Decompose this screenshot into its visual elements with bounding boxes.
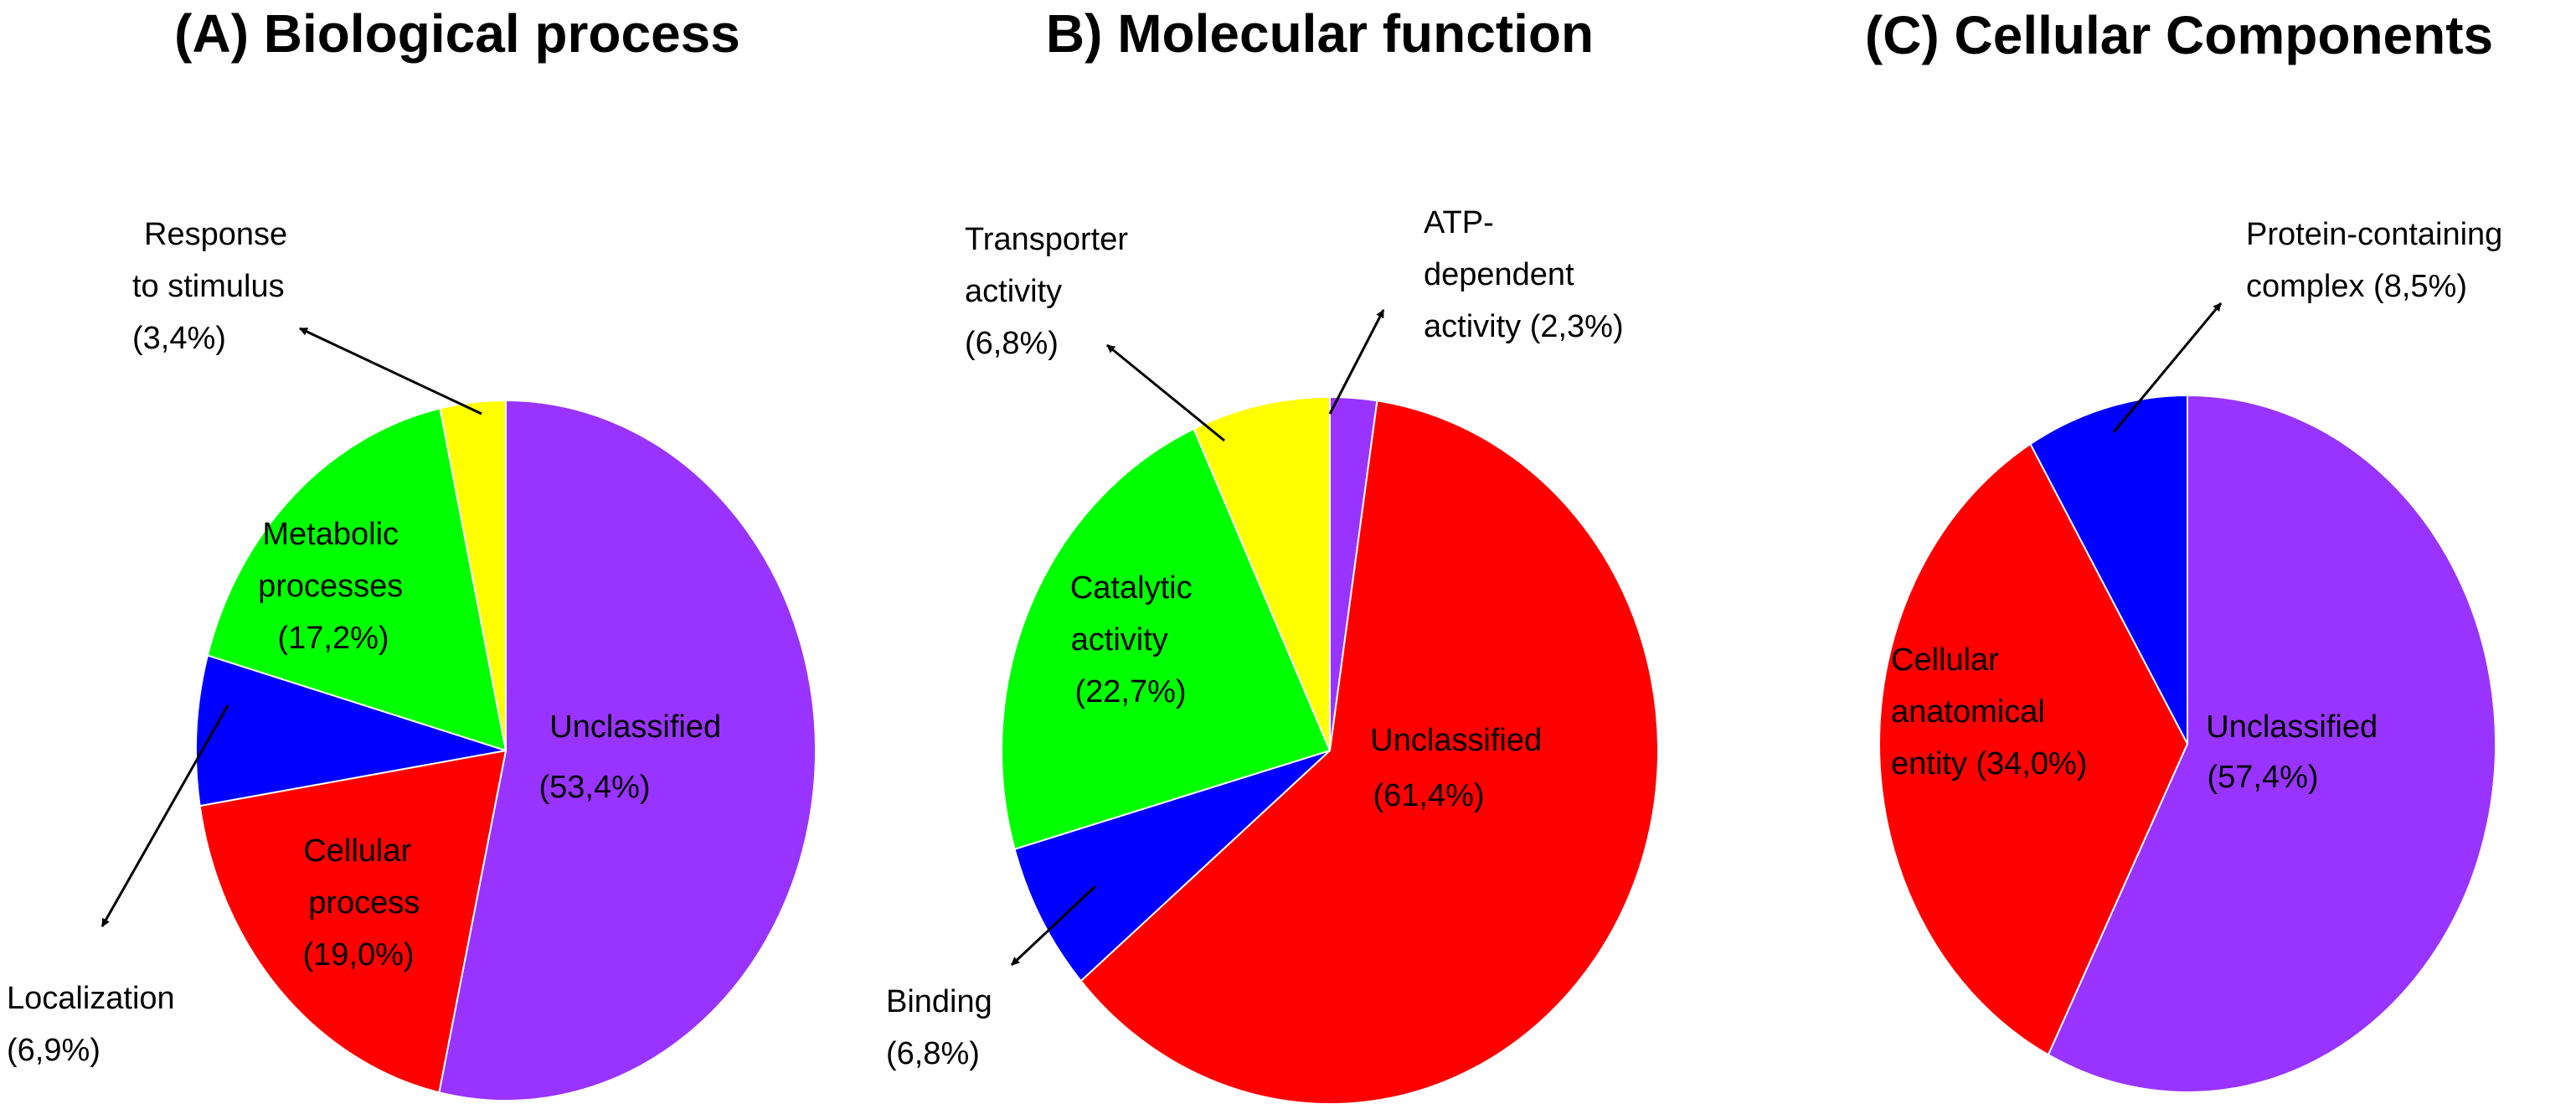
- pie-slice-unclassified: [2047, 394, 2496, 1093]
- chart-a-label-response: Response to stimulus (3,4%): [132, 217, 296, 356]
- chart-c-label-protein-complex: Protein-containing complex (8,5%): [2246, 217, 2512, 304]
- chart-b-label-transporter: Transporter activity (6,8%): [965, 222, 1137, 361]
- chart-b-title: B) Molecular function: [1046, 3, 1594, 64]
- chart-b-arrow-atp: [1328, 309, 1385, 415]
- chart-a-label-cellular-process: Cellular process (19,0%): [302, 833, 428, 972]
- pie-slice-binding: [1013, 750, 1331, 983]
- pie-slice-transporter-activity: [1193, 395, 1331, 751]
- pie-slice-cellular-anatomical-entity: [1878, 442, 2189, 1056]
- chart-a-label-localization: Localization (6,9%): [7, 981, 183, 1068]
- pie-slice-protein-containing-complex: [2029, 394, 2188, 745]
- chart-c-title: (C) Cellular Components: [1865, 5, 2493, 65]
- chart-c-arrow-protein: [2112, 302, 2223, 433]
- chart-c-label-unclassified: Unclassified (57,4%): [2206, 709, 2386, 795]
- chart-b-label-atp: ATP- dependent activity (2,3%): [1424, 205, 1624, 344]
- chart-b-label-catalytic: Catalytic activity (22,7%): [1070, 570, 1201, 709]
- chart-c-label-cellular-entity: Cellular anatomical entity (34,0%): [1891, 642, 2087, 782]
- pie-slice-unclassified: [1079, 400, 1659, 1104]
- chart-a-label-metabolic: Metabolic processes (17,2%): [258, 517, 412, 656]
- pie-slice-localization: [195, 654, 507, 807]
- pie-slice-metabolic-processes: [206, 407, 507, 752]
- pie-slice-catalytic-activity: [1001, 427, 1332, 850]
- chart-b-label-binding: Binding (6,8%): [886, 984, 1001, 1071]
- pie-slice-cellular-process: [198, 749, 507, 1094]
- pie-chart-c: [1878, 394, 2496, 1093]
- chart-b-arrow-transporter: [1106, 343, 1225, 442]
- chart-a-arrow-response: [299, 327, 482, 415]
- chart-a-label-unclassified: Unclassified (53,4%): [538, 709, 729, 805]
- pie-slice-unclassified: [438, 399, 817, 1101]
- chart-a-arrow-localization: [100, 704, 229, 927]
- pie-chart-a: [195, 399, 817, 1101]
- pie-slice-response-to-stimulus: [439, 399, 507, 751]
- pie-chart-b: [1001, 395, 1659, 1104]
- chart-b-label-unclassified: Unclassified (61,4%): [1370, 723, 1550, 813]
- chart-a-title: (A) Biological process: [174, 3, 740, 64]
- chart-b-arrow-binding: [1010, 885, 1097, 967]
